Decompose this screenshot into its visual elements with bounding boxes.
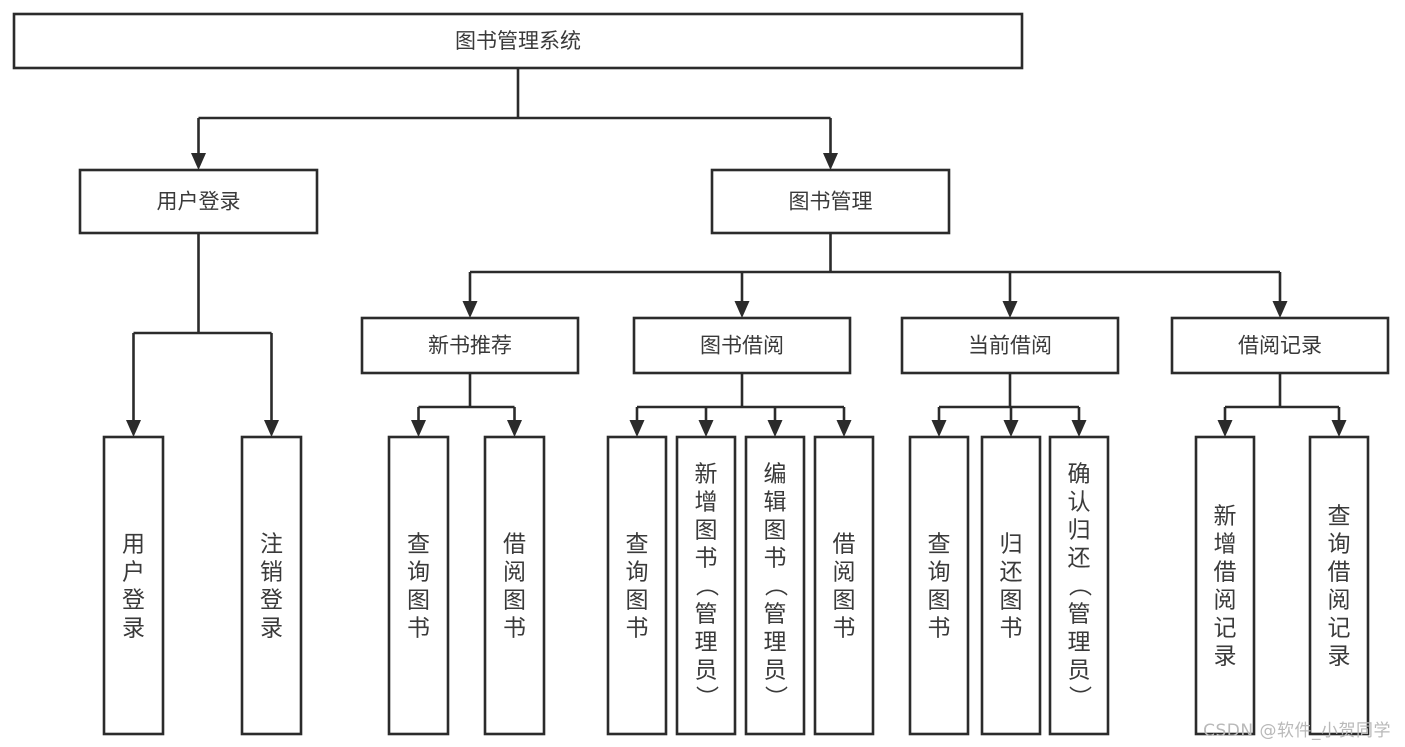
arrow-head-icon	[698, 420, 714, 437]
arrow-head-icon	[191, 153, 206, 170]
arrow-head-icon	[462, 301, 478, 318]
node-box[interactable]	[710, 168, 951, 235]
node-box[interactable]	[483, 435, 546, 736]
connector-group	[462, 233, 1288, 318]
node-box[interactable]	[744, 435, 806, 736]
node-label: 新增借阅记录	[1214, 503, 1237, 669]
arrow-head-icon	[411, 420, 426, 437]
node-leaf-user-logout[interactable]: 注销登录	[240, 435, 303, 736]
node-box[interactable]	[12, 12, 1024, 70]
node-box[interactable]	[900, 316, 1120, 375]
node-bb-query-book[interactable]: 查询图书	[606, 435, 668, 736]
node-box[interactable]	[606, 435, 668, 736]
node-bb-add-book[interactable]: 新增图书（管理员）	[675, 435, 737, 736]
node-box[interactable]	[1308, 435, 1370, 736]
node-book-manage[interactable]: 图书管理	[710, 168, 951, 235]
node-cb-confirm-return[interactable]: 确认归还（管理员）	[1048, 435, 1110, 736]
arrow-head-icon	[1331, 420, 1347, 437]
arrow-head-icon	[836, 420, 852, 437]
node-box[interactable]	[813, 435, 875, 736]
node-label: 查询图书	[928, 531, 951, 641]
node-label: 图书借阅	[700, 334, 784, 358]
node-box[interactable]	[632, 316, 852, 375]
node-layer: 图书管理系统用户登录图书管理新书推荐图书借阅当前借阅借阅记录用户登录注销登录查询…	[12, 12, 1390, 736]
node-label: 注销登录	[260, 531, 283, 641]
node-box[interactable]	[1048, 435, 1110, 736]
node-root[interactable]: 图书管理系统	[12, 12, 1024, 70]
arrow-head-icon	[264, 420, 279, 437]
connector-group	[629, 373, 852, 437]
node-box[interactable]	[78, 168, 319, 235]
connector-layer	[126, 68, 1347, 437]
node-book-borrow[interactable]: 图书借阅	[632, 316, 852, 375]
connector-group	[126, 233, 279, 437]
connector-group	[1217, 373, 1347, 437]
connector-group	[931, 373, 1087, 437]
node-box[interactable]	[102, 435, 165, 736]
node-label: 查询借阅记录	[1328, 503, 1351, 669]
arrow-head-icon	[734, 301, 750, 318]
node-label: 查询图书	[626, 531, 649, 641]
node-borrow-record[interactable]: 借阅记录	[1170, 316, 1390, 375]
node-label: 借阅图书	[833, 531, 856, 641]
node-label: 图书管理	[789, 190, 873, 214]
node-box[interactable]	[980, 435, 1042, 736]
node-label: 归还图书	[1000, 531, 1023, 641]
node-nbr-borrow-book[interactable]: 借阅图书	[483, 435, 546, 736]
node-new-book-rec[interactable]: 新书推荐	[360, 316, 580, 375]
node-label: 用户登录	[157, 190, 241, 214]
node-label: 新书推荐	[428, 334, 512, 358]
connector-group	[411, 373, 522, 437]
arrow-head-icon	[1002, 301, 1018, 318]
node-box[interactable]	[908, 435, 970, 736]
node-label: 借阅记录	[1238, 334, 1322, 358]
arrow-head-icon	[931, 420, 947, 437]
node-user-login[interactable]: 用户登录	[78, 168, 319, 235]
node-br-query-record[interactable]: 查询借阅记录	[1308, 435, 1370, 736]
node-br-add-record[interactable]: 新增借阅记录	[1194, 435, 1256, 736]
node-label: 确认归还（管理员）	[1068, 461, 1093, 711]
node-label: 当前借阅	[968, 334, 1052, 358]
arrow-head-icon	[126, 420, 141, 437]
arrow-head-icon	[629, 420, 645, 437]
node-box[interactable]	[1194, 435, 1256, 736]
node-label: 图书管理系统	[455, 29, 581, 53]
node-bb-edit-book[interactable]: 编辑图书（管理员）	[744, 435, 806, 736]
arrow-head-icon	[1071, 420, 1087, 437]
node-box[interactable]	[240, 435, 303, 736]
arrow-head-icon	[767, 420, 783, 437]
node-box[interactable]	[1170, 316, 1390, 375]
arrow-head-icon	[1217, 420, 1233, 437]
arrow-head-icon	[1003, 420, 1019, 437]
node-cb-query-book[interactable]: 查询图书	[908, 435, 970, 736]
node-label: 查询图书	[407, 531, 430, 641]
node-box[interactable]	[675, 435, 737, 736]
node-label: 用户登录	[122, 531, 145, 641]
node-cb-return-book[interactable]: 归还图书	[980, 435, 1042, 736]
arrow-head-icon	[823, 153, 838, 170]
node-box[interactable]	[387, 435, 450, 736]
node-nbr-query-book[interactable]: 查询图书	[387, 435, 450, 736]
arrow-head-icon	[1272, 301, 1288, 318]
node-leaf-user-login[interactable]: 用户登录	[102, 435, 165, 736]
node-label: 编辑图书（管理员）	[764, 461, 789, 711]
arrow-head-icon	[507, 420, 522, 437]
node-box[interactable]	[360, 316, 580, 375]
node-label: 借阅图书	[503, 531, 526, 641]
node-current-borrow[interactable]: 当前借阅	[900, 316, 1120, 375]
connector-group	[191, 68, 838, 170]
node-label: 新增图书（管理员）	[695, 461, 720, 711]
node-bb-borrow-book[interactable]: 借阅图书	[813, 435, 875, 736]
